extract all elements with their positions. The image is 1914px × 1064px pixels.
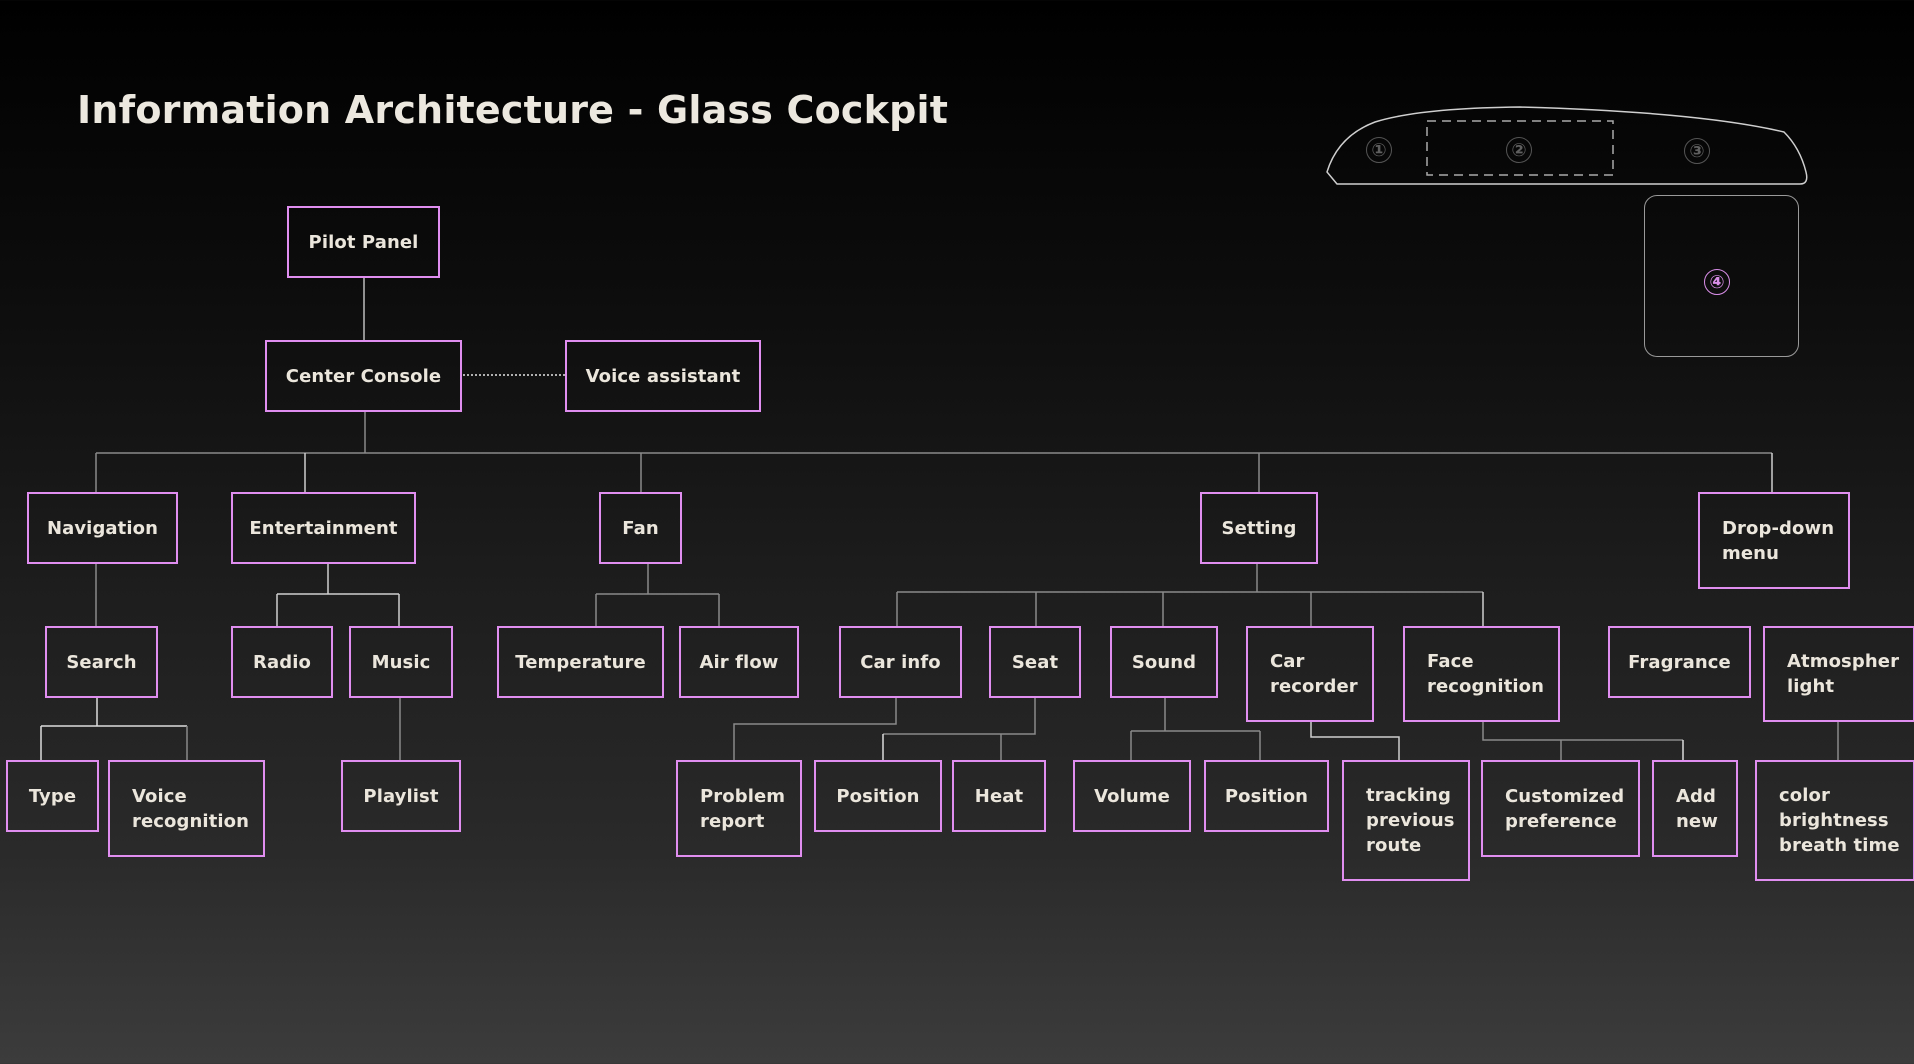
node-label: Voice assistant xyxy=(585,365,741,387)
node-voice-assistant[interactable]: Voice assistant xyxy=(565,340,761,412)
node-label: Center Console xyxy=(285,365,442,387)
zone-marker-2: ② xyxy=(1506,137,1532,163)
node-label: Heat xyxy=(974,785,1024,807)
node-label: Car info xyxy=(860,651,941,673)
node-face-recognition[interactable]: Face recognition xyxy=(1403,626,1560,722)
node-fan[interactable]: Fan xyxy=(599,492,682,564)
node-navigation[interactable]: Navigation xyxy=(27,492,178,564)
connector-sound-children xyxy=(1130,697,1261,760)
zone-marker-4: ④ xyxy=(1704,269,1730,295)
node-label: Temperature xyxy=(515,651,646,673)
node-label: Position xyxy=(1224,785,1309,807)
node-radio[interactable]: Radio xyxy=(231,626,333,698)
node-label: Type xyxy=(28,785,77,807)
node-label: Voice recognition xyxy=(132,785,250,832)
node-label: Fan xyxy=(622,517,659,539)
node-entertainment[interactable]: Entertainment xyxy=(231,492,416,564)
node-search[interactable]: Search xyxy=(45,626,158,698)
node-label: Entertainment xyxy=(249,517,398,539)
node-label: Pilot Panel xyxy=(308,231,419,253)
node-atmospher-light[interactable]: Atmospher light xyxy=(1763,626,1914,722)
node-label: Navigation xyxy=(46,517,159,539)
node-music[interactable]: Music xyxy=(349,626,453,698)
display-zone-2-dashed xyxy=(1426,120,1614,176)
node-center-console[interactable]: Center Console xyxy=(265,340,462,412)
dashboard-outline xyxy=(1326,106,1808,185)
node-tracking-previous-route[interactable]: tracking previous route xyxy=(1342,760,1470,881)
node-label: Volume xyxy=(1094,785,1170,807)
zone-marker-3: ③ xyxy=(1684,138,1710,164)
node-heat[interactable]: Heat xyxy=(952,760,1046,832)
node-car-info[interactable]: Car info xyxy=(839,626,962,698)
node-label: Atmospher light xyxy=(1787,651,1900,697)
connector-recorder-tracking xyxy=(1310,721,1400,760)
node-setting[interactable]: Setting xyxy=(1200,492,1318,564)
node-customized-preference[interactable]: Customized preference xyxy=(1481,760,1640,857)
node-label: Music xyxy=(371,651,431,673)
zone-marker-1: ① xyxy=(1366,137,1392,163)
node-add-new[interactable]: Add new xyxy=(1652,760,1738,857)
node-playlist[interactable]: Playlist xyxy=(341,760,461,832)
center-console-display-outline xyxy=(1644,195,1799,357)
node-label: tracking previous route xyxy=(1366,785,1455,856)
node-label: Setting xyxy=(1221,517,1297,539)
node-label: Add new xyxy=(1676,785,1718,832)
connector-entertainment-children xyxy=(276,563,400,626)
node-label: Face recognition xyxy=(1427,651,1545,697)
connector-seat-children xyxy=(883,697,1036,760)
node-seat[interactable]: Seat xyxy=(989,626,1081,698)
connector-setting-children xyxy=(896,563,1483,626)
node-car-recorder[interactable]: Car recorder xyxy=(1246,626,1374,722)
node-label: Drop-down menu xyxy=(1722,517,1835,564)
node-label: Sound xyxy=(1131,651,1197,673)
node-label: Playlist xyxy=(363,785,439,807)
node-volume[interactable]: Volume xyxy=(1073,760,1191,832)
node-problem-report[interactable]: Problem report xyxy=(676,760,802,857)
node-type[interactable]: Type xyxy=(6,760,99,832)
node-label: Search xyxy=(66,651,137,673)
node-label: Seat xyxy=(1011,651,1059,673)
node-air-flow[interactable]: Air flow xyxy=(679,626,799,698)
node-label: Air flow xyxy=(699,651,779,673)
connector-fan-children xyxy=(595,563,720,626)
node-pilot-panel[interactable]: Pilot Panel xyxy=(287,206,440,278)
node-dropdown-menu[interactable]: Drop-down menu xyxy=(1698,492,1850,589)
node-temperature[interactable]: Temperature xyxy=(497,626,664,698)
node-sound-position[interactable]: Position xyxy=(1204,760,1329,832)
node-label: color brightness breath time xyxy=(1779,785,1900,856)
node-sound[interactable]: Sound xyxy=(1110,626,1218,698)
node-label: Fragrance xyxy=(1628,651,1731,673)
node-label: Position xyxy=(836,785,920,807)
node-color-brightness-breath-time[interactable]: color brightness breath time xyxy=(1755,760,1914,881)
page-title: Information Architecture - Glass Cockpit xyxy=(77,88,949,132)
node-label: Problem report xyxy=(700,785,786,832)
node-label: Radio xyxy=(253,651,311,673)
node-label: Customized preference xyxy=(1505,785,1625,832)
node-fragrance[interactable]: Fragrance xyxy=(1608,626,1751,698)
connector-search-children xyxy=(40,697,187,760)
node-voice-recognition[interactable]: Voice recognition xyxy=(108,760,265,857)
node-seat-position[interactable]: Position xyxy=(814,760,942,832)
connector-carinfo-problem xyxy=(733,697,897,760)
connector-face-children xyxy=(1482,721,1683,760)
node-label: Car recorder xyxy=(1270,651,1358,697)
